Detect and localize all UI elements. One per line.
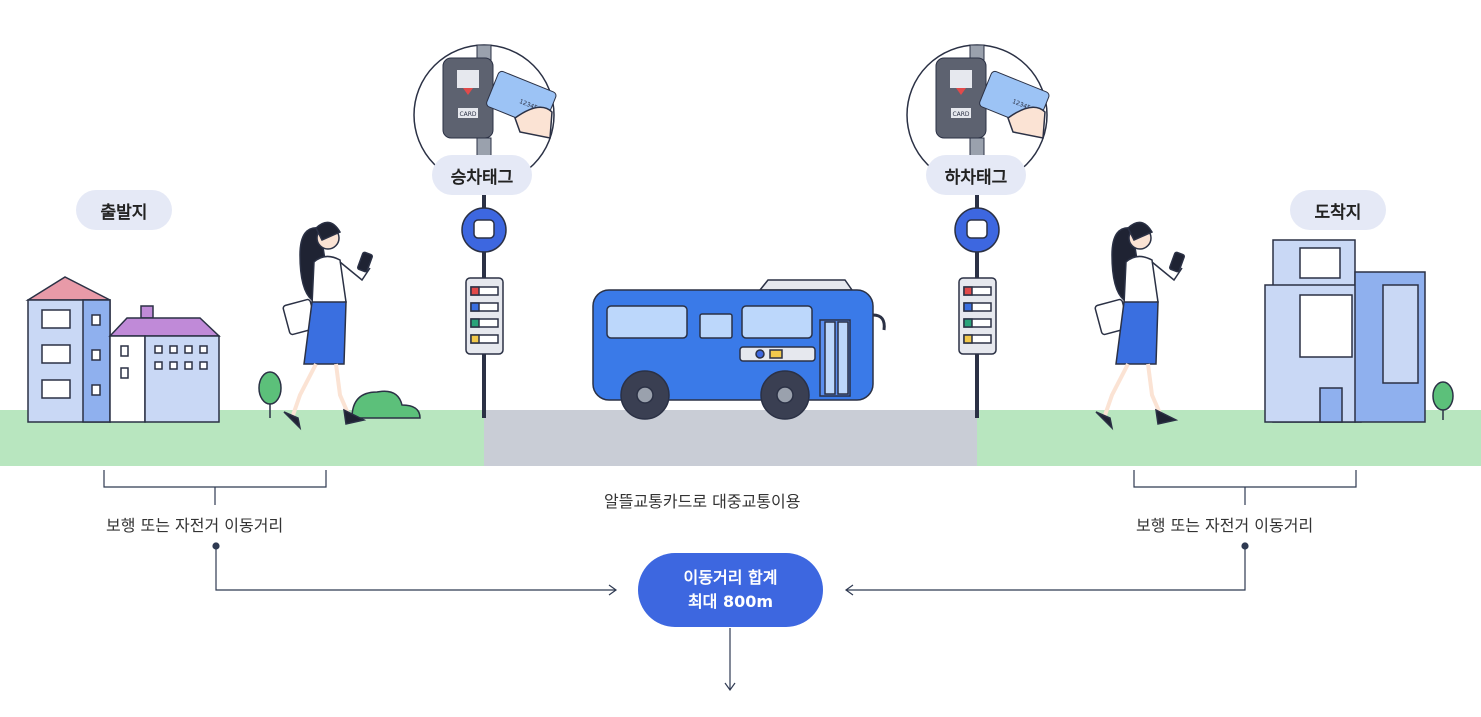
- tree-icon: [1432, 381, 1454, 420]
- board-tag-label: 승차태그: [432, 155, 532, 195]
- arrow-down-from-total: [724, 628, 736, 692]
- walk-distance-right: 보행 또는 자전거 이동거리: [1136, 516, 1314, 535]
- bus-icon: [592, 279, 886, 420]
- reader-card-text: CARD: [952, 111, 969, 118]
- reader-card-text: CARD: [459, 111, 476, 118]
- tree-icon: [258, 371, 282, 418]
- hand-icon: [514, 106, 553, 139]
- arrow-right-to-total: [844, 542, 1249, 596]
- transit-caption: 알뜰교통카드로 대중교통이용: [604, 492, 801, 511]
- bus-stop-icon: [461, 195, 507, 418]
- distance-bracket-left: [103, 470, 327, 505]
- walk-distance-left: 보행 또는 자전거 이동거리: [106, 516, 284, 535]
- bush-icon: [351, 390, 421, 419]
- alight-tag-label: 하차태그: [926, 155, 1026, 195]
- building-icon: [1264, 239, 1426, 423]
- total-title: 이동거리 합계: [683, 568, 778, 587]
- bus-stop-icon: [954, 195, 1000, 418]
- arrow-left-to-total: [212, 542, 618, 596]
- woman-walking-icon: [282, 221, 373, 431]
- origin-label: 출발지: [76, 190, 172, 230]
- distance-bracket-right: [1133, 470, 1357, 505]
- destination-label: 도착지: [1290, 190, 1386, 230]
- woman-walking-icon: [1094, 221, 1185, 431]
- road: [484, 410, 977, 466]
- hand-icon: [1007, 106, 1046, 139]
- total-distance-badge: 이동거리 합계 최대 800m: [638, 553, 823, 627]
- house-icon: [25, 276, 221, 423]
- total-max: 최대 800m: [687, 592, 774, 611]
